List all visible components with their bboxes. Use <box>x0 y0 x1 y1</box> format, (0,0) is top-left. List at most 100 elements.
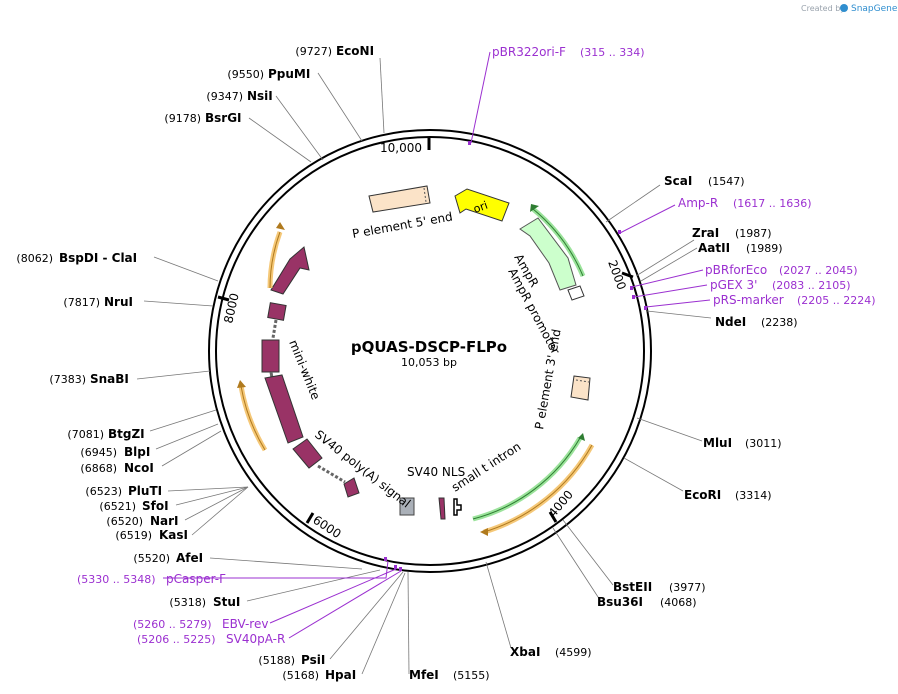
primer-name[interactable]: pBR322ori-F <box>492 45 566 59</box>
enzyme-name[interactable]: NsiI <box>247 89 273 103</box>
tick-8000 <box>217 295 230 302</box>
enzyme-name[interactable]: StuI <box>213 595 240 609</box>
enzyme-name[interactable]: KasI <box>159 528 188 542</box>
enzyme-name[interactable]: PpuMI <box>268 67 310 81</box>
enzyme-name[interactable]: NarI <box>150 514 179 528</box>
leader-afei <box>209 557 363 570</box>
primer-mark-pbrforeco <box>630 286 633 290</box>
leader-econi <box>379 57 385 134</box>
enzyme-name[interactable]: NcoI <box>124 461 154 475</box>
enzyme-name[interactable]: BsrGI <box>205 111 242 125</box>
leader-pbr322ori-f <box>470 51 491 144</box>
leader-blpi <box>155 423 219 450</box>
primer-name[interactable]: pBRforEco <box>705 263 767 277</box>
orf-arrow-ampr-head <box>530 204 539 212</box>
primer-marks <box>384 141 647 571</box>
primer-range: (5260 .. 5279) <box>133 618 212 631</box>
enzyme-name[interactable]: BstEII <box>613 580 652 594</box>
primer-mark-sv40pa-r <box>399 567 402 571</box>
enzyme-name[interactable]: HpaI <box>325 668 356 682</box>
primer-name[interactable]: EBV-rev <box>222 617 268 631</box>
feature-small-t-intron <box>453 498 462 516</box>
leader-prs-marker <box>645 299 711 308</box>
tick-label-8000: 8000 <box>221 292 242 325</box>
enzyme-labels-left: (9727) EcoNI (9550) PpuMI (9347) NsiI (9… <box>16 44 374 682</box>
enzyme-name[interactable]: XbaI <box>510 645 540 659</box>
leader-snabi <box>136 370 211 380</box>
tick-4000 <box>548 511 558 523</box>
leader-scai <box>605 184 661 223</box>
leader-srui <box>143 300 214 307</box>
primer-name[interactable]: pGEX 3' <box>710 278 757 292</box>
primer-name[interactable]: pCasper-F <box>166 572 226 586</box>
primer-mark-ebv-rev <box>394 565 397 569</box>
orf-arrow-left-bottom-head <box>237 380 246 388</box>
leader-bsu36i <box>552 527 601 601</box>
enzyme-pos: (7383) <box>49 373 86 386</box>
leader-pgex3 <box>633 284 708 298</box>
leader-bsteii <box>562 519 614 586</box>
leader-ebv-rev <box>269 568 397 624</box>
enzyme-name[interactable]: Bsu36I <box>597 595 643 609</box>
credit: Created by SnapGene <box>801 4 898 14</box>
leader-pbrforeco <box>631 269 704 288</box>
enzyme-name[interactable]: EcoRI <box>684 488 721 502</box>
leader-psii <box>329 571 404 660</box>
leader-mlui <box>636 417 703 442</box>
enzyme-name[interactable]: NdeI <box>715 315 746 329</box>
orf-arrow-flpo-green-head <box>578 433 585 441</box>
enzyme-name[interactable]: BlpI <box>124 445 150 459</box>
primer-name[interactable]: Amp-R <box>678 196 718 210</box>
backbone-outer-ring <box>208 129 652 573</box>
enzyme-pos: (6520) <box>106 515 143 528</box>
enzyme-pos: (5188) <box>258 654 295 667</box>
leader-sfoi <box>175 486 249 506</box>
leader-bspdi-clai <box>153 256 219 282</box>
primer-name[interactable]: pRS-marker <box>713 293 784 307</box>
feature-label-ori: ori <box>472 199 490 216</box>
enzyme-pos: (9727) <box>295 45 332 58</box>
leader-sv40pa-r <box>288 570 402 639</box>
leader-ncoi <box>161 430 222 467</box>
primer-range: (2083 .. 2105) <box>772 279 851 292</box>
primer-range: (315 .. 334) <box>580 46 645 59</box>
enzyme-pos: (5318) <box>169 596 206 609</box>
leader-pcasper-f <box>163 560 389 579</box>
feature-mini-white-exon-4 <box>292 438 323 469</box>
leaders-primers <box>163 51 711 639</box>
enzyme-labels-right: ScaI (1547) ZraI (1987) AatII (1989) Nde… <box>409 174 798 682</box>
orf-arrow-ampr-core <box>532 208 584 277</box>
enzyme-name[interactable]: ZraI <box>692 226 719 240</box>
feature-mini-white-head <box>270 246 310 295</box>
feature-label-p5: P element 5' end <box>351 210 454 241</box>
leader-aatii <box>640 247 698 282</box>
enzyme-name[interactable]: SnaBI <box>90 372 129 386</box>
primer-name[interactable]: SV40pA-R <box>226 632 285 646</box>
feature-mini-white-exon-5 <box>343 477 360 498</box>
enzyme-name[interactable]: AfeI <box>176 551 203 565</box>
enzyme-pos: (1989) <box>746 242 783 255</box>
enzyme-pos: (6523) <box>85 485 122 498</box>
enzyme-name[interactable]: MluI <box>703 436 732 450</box>
feature-ampr-arrow <box>519 217 577 291</box>
enzyme-name[interactable]: BspDI - ClaI <box>59 251 137 265</box>
enzyme-name[interactable]: SfoI <box>142 499 169 513</box>
feature-p-element-5-end <box>368 185 431 213</box>
tick-2000 <box>621 271 634 279</box>
feature-ori-arrow <box>454 188 510 222</box>
enzyme-name[interactable]: EcoNI <box>336 44 374 58</box>
enzyme-name[interactable]: PluTI <box>128 484 162 498</box>
enzyme-pos: (4068) <box>660 596 697 609</box>
enzyme-name[interactable]: PsiI <box>301 653 325 667</box>
enzyme-name[interactable]: MfeI <box>409 668 439 682</box>
orf-arrow-left-top-head <box>276 222 285 230</box>
enzyme-name[interactable]: ScaI <box>664 174 692 188</box>
feature-label-p3: P element 3' end <box>532 328 563 431</box>
leader-hpai <box>361 572 406 675</box>
enzyme-pos: (9347) <box>206 90 243 103</box>
enzyme-name[interactable]: BtgZI <box>108 427 145 441</box>
enzyme-name[interactable]: AatII <box>698 241 730 255</box>
enzyme-name[interactable]: NruI <box>104 295 133 309</box>
leader-stui <box>246 569 381 602</box>
